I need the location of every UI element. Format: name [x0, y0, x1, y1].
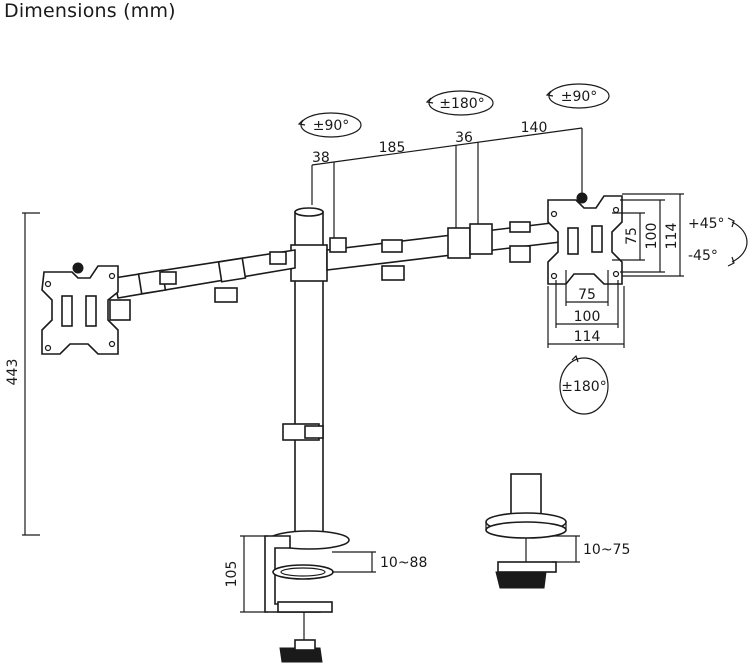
dim-vesa-h-75: 75	[624, 227, 640, 245]
desk-clamp	[264, 530, 350, 663]
dim-vesa-w-100: 100	[574, 309, 601, 325]
dim-arm-length-1: 185	[379, 140, 406, 156]
rotation-arm-right: ±90°	[545, 83, 610, 109]
dim-vesa-h-114: 114	[664, 223, 680, 250]
dim-arm-length-2: 140	[521, 120, 548, 136]
rotation-tilt-up: +45°	[688, 216, 725, 232]
grommet-dimension-lines	[552, 535, 580, 563]
rotation-arm-middle-label: ±180°	[439, 96, 484, 112]
left-vesa-plate	[41, 262, 119, 355]
dim-clamp-height: 105	[224, 561, 240, 588]
dim-vesa-h-100: 100	[644, 223, 660, 250]
top-dimension-lines	[311, 127, 583, 245]
right-arm	[326, 221, 561, 281]
height-dimension	[22, 212, 40, 536]
dim-grommet-range: 10~75	[583, 542, 630, 558]
grommet-mount	[485, 473, 567, 589]
rotation-tilt-down: -45°	[688, 248, 718, 264]
rotation-arm-left-label: ±90°	[313, 118, 350, 134]
dim-arm-offset-2: 36	[455, 130, 473, 146]
left-arm	[109, 249, 296, 321]
vesa-width-dimensions	[547, 270, 625, 348]
vesa-height-dimensions	[612, 193, 684, 277]
rotation-arm-middle: ±180°	[425, 90, 494, 116]
dim-clamp-range: 10~88	[380, 555, 427, 571]
rotation-swivel	[559, 354, 609, 415]
dim-vesa-w-114: 114	[574, 329, 601, 345]
diagram-title: Dimensions (mm)	[4, 0, 176, 22]
dim-total-height: 443	[5, 359, 21, 386]
rotation-tilt	[727, 217, 748, 267]
rotation-swivel-label: ±180°	[561, 379, 606, 395]
rotation-arm-right-label: ±90°	[561, 89, 598, 105]
dim-vesa-w-75: 75	[578, 287, 596, 303]
right-vesa-plate	[547, 192, 623, 285]
clamp-dimension-lines	[240, 535, 376, 613]
pole	[282, 207, 328, 541]
rotation-arm-left: ±90°	[297, 112, 362, 138]
dim-arm-offset-1: 38	[312, 150, 330, 166]
